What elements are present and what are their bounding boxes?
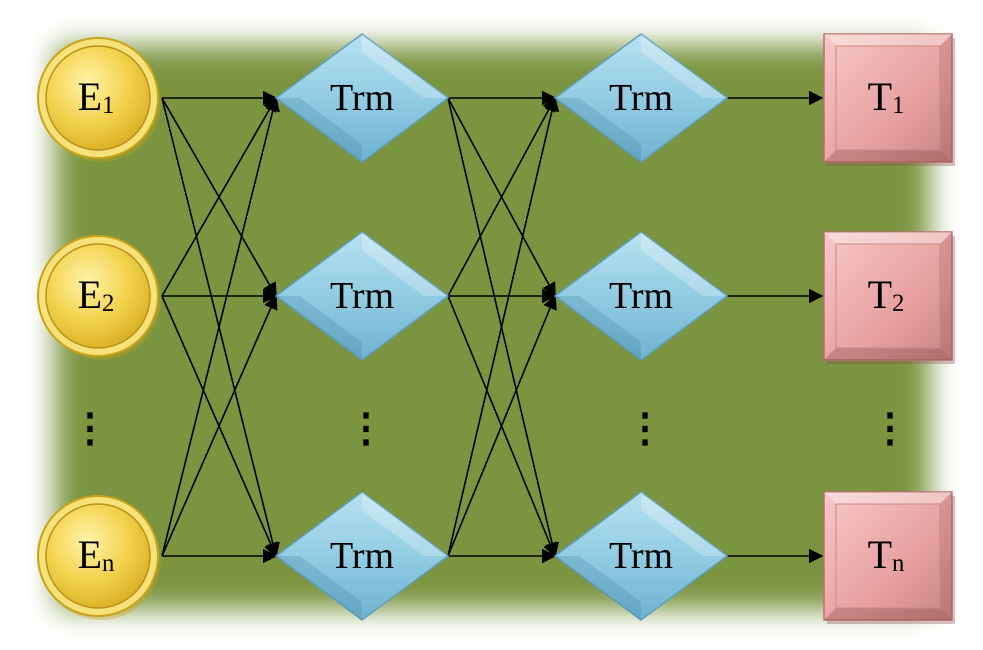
node-label: T2: [868, 272, 905, 317]
transformer-layer2-3: Trm: [553, 491, 729, 621]
node-label: E2: [78, 272, 115, 317]
ellipsis-2: ⋮: [346, 406, 386, 451]
connection-arrows: [161, 90, 824, 564]
input-embedding-2: E2: [37, 235, 161, 360]
node-letter: T: [868, 74, 892, 119]
transformer-layer2-2: Trm: [553, 231, 729, 361]
trm-label: Trm: [330, 535, 394, 577]
trm-label: Trm: [330, 77, 394, 119]
node-letter: E: [78, 532, 102, 577]
trm-label: Trm: [609, 77, 673, 119]
ellipsis-1: ⋮: [70, 406, 110, 451]
node-letter: E: [78, 74, 102, 119]
node-subscript: n: [102, 550, 115, 577]
input-to-trm1-arrow-2-1: [161, 96, 277, 297]
trm-label: Trm: [609, 535, 673, 577]
output-token-1: T1: [823, 33, 955, 166]
node-letter: T: [868, 272, 892, 317]
output-token-2: T2: [823, 231, 955, 364]
input-to-trm1-arrow-3-2: [161, 294, 278, 557]
node-letter: T: [868, 532, 892, 577]
transformer-layer1-1: Trm: [274, 33, 450, 163]
output-token-3: Tn: [823, 491, 955, 624]
input-embedding-3: En: [37, 495, 161, 620]
node-subscript: 2: [892, 290, 904, 317]
trm-label: Trm: [330, 275, 394, 317]
transformer-layer1-3: Trm: [274, 491, 450, 621]
trm-label: Trm: [609, 275, 673, 317]
ellipsis-4: ⋮: [870, 406, 910, 451]
input-to-trm1-arrow-3-1: [161, 96, 280, 557]
node-label: Tn: [868, 532, 905, 577]
node-label: T1: [868, 74, 905, 119]
node-subscript: 1: [892, 92, 904, 119]
node-subscript: n: [892, 550, 905, 577]
ellipsis-row: ⋮ ⋮ ⋮ ⋮: [70, 406, 910, 451]
background-panel: [55, 45, 930, 610]
node-subscript: 1: [102, 92, 114, 119]
node-letter: E: [78, 272, 102, 317]
transformer-layer2-1: Trm: [553, 33, 729, 163]
ellipsis-3: ⋮: [625, 406, 665, 451]
node-label: E1: [78, 74, 115, 119]
node-subscript: 2: [102, 290, 114, 317]
node-label: En: [78, 532, 115, 577]
input-embedding-1: E1: [37, 37, 161, 162]
transformer-layer1-2: Trm: [274, 231, 450, 361]
trm1-to-trm2-arrow-3-1: [447, 96, 560, 557]
trm1-to-trm2-arrow-2-1: [447, 96, 556, 297]
trm1-to-trm2-arrow-3-2: [447, 294, 557, 557]
